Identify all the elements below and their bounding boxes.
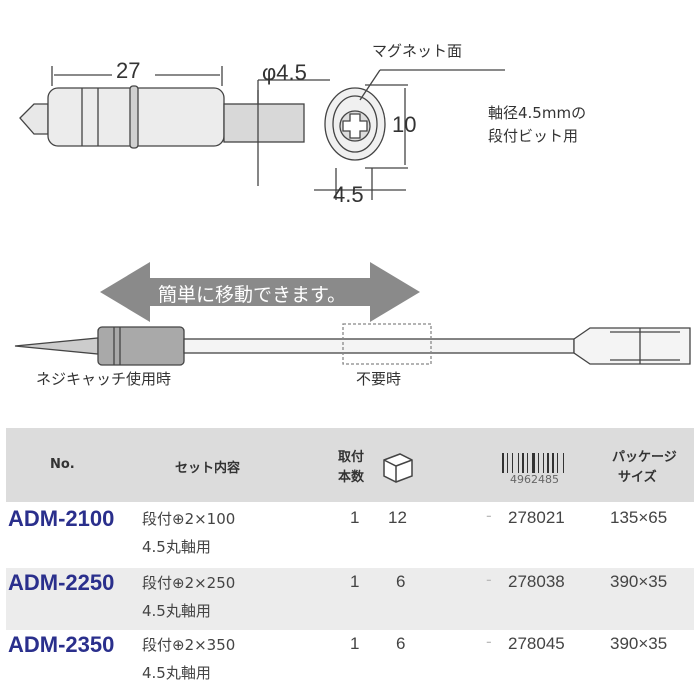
table-dash: -	[486, 570, 492, 589]
table-count: 12	[388, 508, 407, 527]
barcode-prefix: 4962485	[510, 473, 559, 486]
table-code: 278038	[508, 572, 565, 591]
table-header	[6, 428, 694, 502]
dimension-shaft: φ4.5	[262, 60, 307, 85]
table-desc-sub: 4.5丸軸用	[142, 664, 211, 682]
barcode-bar	[557, 453, 558, 473]
table-desc-sub: 4.5丸軸用	[142, 538, 211, 556]
box-icon	[383, 453, 413, 483]
table-size: 135×65	[610, 508, 668, 527]
table-size: 390×35	[610, 634, 668, 653]
table-qty: 1	[350, 508, 360, 527]
header-qty-1: 取付	[338, 450, 365, 465]
table-desc: 段付⊕2×350	[142, 636, 236, 654]
note-line2: 段付ビット用	[488, 127, 579, 145]
barcode-bar	[547, 453, 549, 473]
barcode-bar	[538, 453, 539, 473]
dimension-inner: 4.5	[333, 182, 364, 207]
dimension-outer: 10	[392, 112, 417, 137]
barcode-bar	[502, 453, 504, 473]
table-size: 390×35	[610, 572, 668, 591]
in-use-label: ネジキャッチ使用時	[36, 370, 172, 388]
barcode-bar	[518, 453, 519, 473]
header-pkg-2: サイズ	[618, 470, 657, 485]
table-count: 6	[396, 572, 406, 591]
table-qty: 1	[350, 572, 360, 591]
unused-label: 不要時	[356, 370, 402, 388]
header-qty-2: 本数	[338, 470, 365, 485]
barcode-bar	[552, 453, 554, 473]
table-model: ADM-2350	[8, 632, 115, 657]
dimension-length: 27	[116, 58, 141, 83]
barcode-bar	[527, 453, 528, 473]
arrow-text: 簡単に移動できます。	[158, 284, 347, 306]
table-desc-sub: 4.5丸軸用	[142, 602, 211, 620]
barcode-bar	[522, 453, 524, 473]
dimension-27-line	[51, 66, 223, 86]
table-desc: 段付⊕2×100	[142, 510, 236, 528]
double-arrow-icon	[100, 262, 420, 322]
header-pkg-1: パッケージ	[612, 450, 677, 465]
table-code: 278021	[508, 508, 565, 527]
header-set: セット内容	[175, 461, 241, 476]
magnet-end-view	[314, 69, 505, 200]
shaft-dimension	[257, 79, 330, 186]
long-bit-illustration	[14, 323, 691, 366]
table-desc: 段付⊕2×250	[142, 574, 236, 592]
table-code: 278045	[508, 634, 565, 653]
barcode-icon	[502, 453, 564, 473]
barcode-bar	[512, 453, 513, 473]
barcode-bar	[532, 453, 535, 473]
barcode-bar	[543, 453, 544, 473]
barcode-bar	[507, 453, 508, 473]
magnet-face-label: マグネット面	[372, 42, 463, 60]
table-dash: -	[486, 632, 492, 651]
header-no: No.	[50, 457, 75, 472]
table-model: ADM-2100	[8, 506, 115, 531]
table-qty: 1	[350, 634, 360, 653]
note-line1: 軸径4.5mmの	[488, 104, 587, 122]
bit-holder-diagram	[14, 66, 691, 366]
table-model: ADM-2250	[8, 570, 115, 595]
table-dash: -	[486, 506, 492, 525]
table-count: 6	[396, 634, 406, 653]
table-row-stripe	[6, 568, 694, 630]
barcode-bar	[563, 453, 564, 473]
magnet-holder-side	[19, 85, 305, 149]
